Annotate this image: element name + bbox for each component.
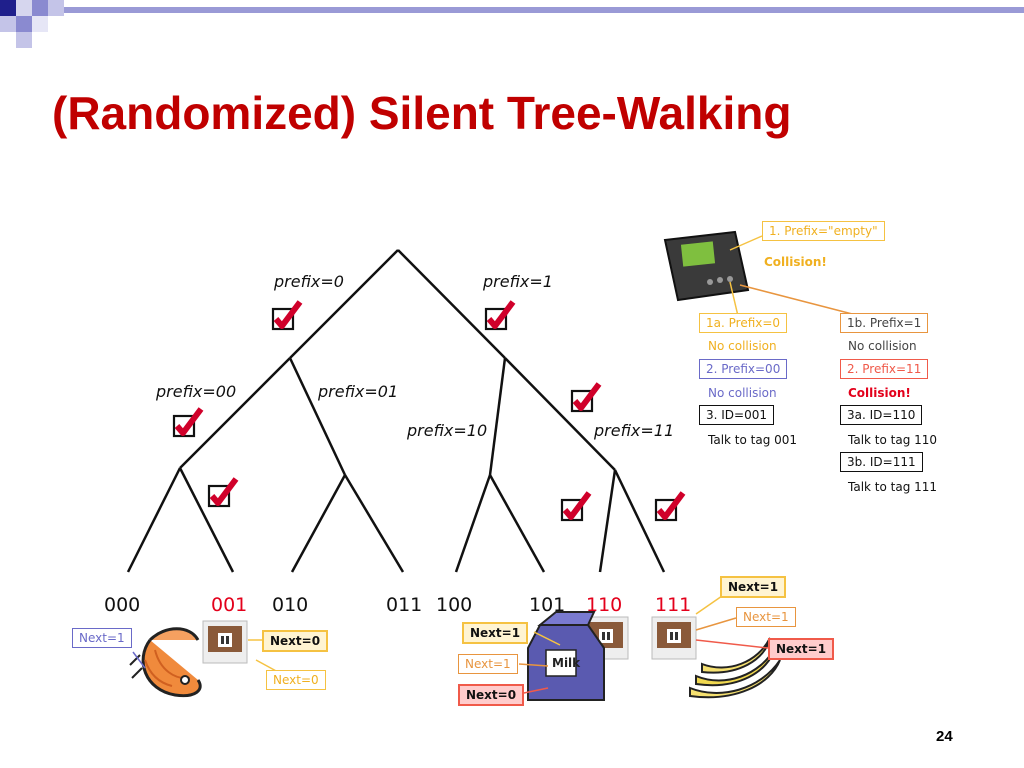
step-1-prefix-empty: 1. Prefix="empty" [762,221,885,241]
edge-11-111 [613,469,666,573]
step-3a-id-110-result: Talk to tag 110 [848,433,938,447]
edge-10-101 [488,474,546,573]
corner-square-light [48,0,64,16]
step-3-id-001-result: Talk to tag 001 [708,433,798,447]
branch-label-prefix-10: prefix=10 [407,421,488,440]
branch-label-prefix-01: prefix=01 [318,382,399,401]
message-next-1-bananas: Next=1 [768,638,835,660]
step-1b-result: No collision [848,339,917,353]
edge-10-100 [454,474,492,573]
edge-00-000 [126,467,182,573]
step-1a-result: No collision [708,339,777,353]
bananas-icon [689,637,781,699]
title-rule [64,7,1024,13]
message-next-1-shrimp: Next=1 [72,628,132,648]
check-icon [570,382,602,413]
leaf-110: 110 [586,594,623,616]
step-2-prefix-11: 2. Prefix=11 [840,359,929,379]
edge-0-00 [179,357,291,469]
milk-carton-icon [527,611,605,701]
step-2-prefix-00-result: No collision [708,386,777,400]
leaf-111: 111 [655,594,692,616]
branch-label-prefix-00: prefix=00 [156,382,237,401]
corner-square-light [0,16,16,32]
edge-00-001 [178,467,235,573]
step-3b-id-111: 3b. ID=111 [840,452,923,472]
edge-root-1 [397,249,506,359]
corner-square-light [32,16,48,32]
milk-label: Milk [552,656,581,670]
edge-11-110 [598,469,617,573]
edge-0-01 [288,357,347,476]
step-3a-id-110: 3a. ID=110 [840,405,923,425]
check-icon [560,491,592,522]
message-next-1-milk: Next=1 [462,622,529,644]
message-next-1-tag111-light: Next=1 [736,607,796,627]
shrimp-icon [129,627,202,698]
edge-01-010 [290,474,347,573]
edge-01-011 [343,474,405,573]
step-1-result: Collision! [764,255,827,269]
step-2-prefix-11-result: Collision! [848,386,911,400]
branch-label-prefix-1: prefix=1 [483,272,553,291]
step-1b-prefix-1: 1b. Prefix=1 [840,313,929,333]
leaf-011: 011 [386,594,423,616]
message-next-0-tag001: Next=0 [262,630,329,652]
check-icon [172,407,204,438]
check-icon [484,300,516,331]
corner-square-light [16,0,32,16]
leaf-001: 001 [211,594,248,616]
branch-label-prefix-0: prefix=0 [274,272,344,291]
page-number: 24 [936,728,953,745]
rfid-reader-icon [645,225,755,303]
step-3b-id-111-result: Talk to tag 111 [848,480,938,494]
rfid-tag-icon [202,620,248,664]
edge-1-11 [504,357,616,471]
leaf-100: 100 [436,594,473,616]
message-next-0-light: Next=0 [266,670,326,690]
branch-label-prefix-11: prefix=11 [594,421,675,440]
leaf-000: 000 [104,594,141,616]
corner-square-mid [32,0,48,16]
message-next-1-tag111: Next=1 [720,576,787,598]
leaf-010: 010 [272,594,309,616]
edge-1-10 [488,357,507,476]
check-icon [271,300,303,331]
check-icon [654,491,686,522]
message-next-0-milk: Next=0 [458,684,525,706]
rfid-tag-icon [651,616,697,660]
corner-square-mid [16,16,32,32]
corner-square-dark [0,0,16,16]
step-2-prefix-00: 2. Prefix=00 [699,359,788,379]
check-icon [207,477,239,508]
slide-title: (Randomized) Silent Tree-Walking [52,87,792,139]
step-1a-prefix-0: 1a. Prefix=0 [699,313,788,333]
leaf-101: 101 [529,594,566,616]
message-next-1-milk-light: Next=1 [458,654,518,674]
edge-root-0 [289,249,399,359]
step-3-id-001: 3. ID=001 [699,405,775,425]
corner-square-light [16,32,32,48]
